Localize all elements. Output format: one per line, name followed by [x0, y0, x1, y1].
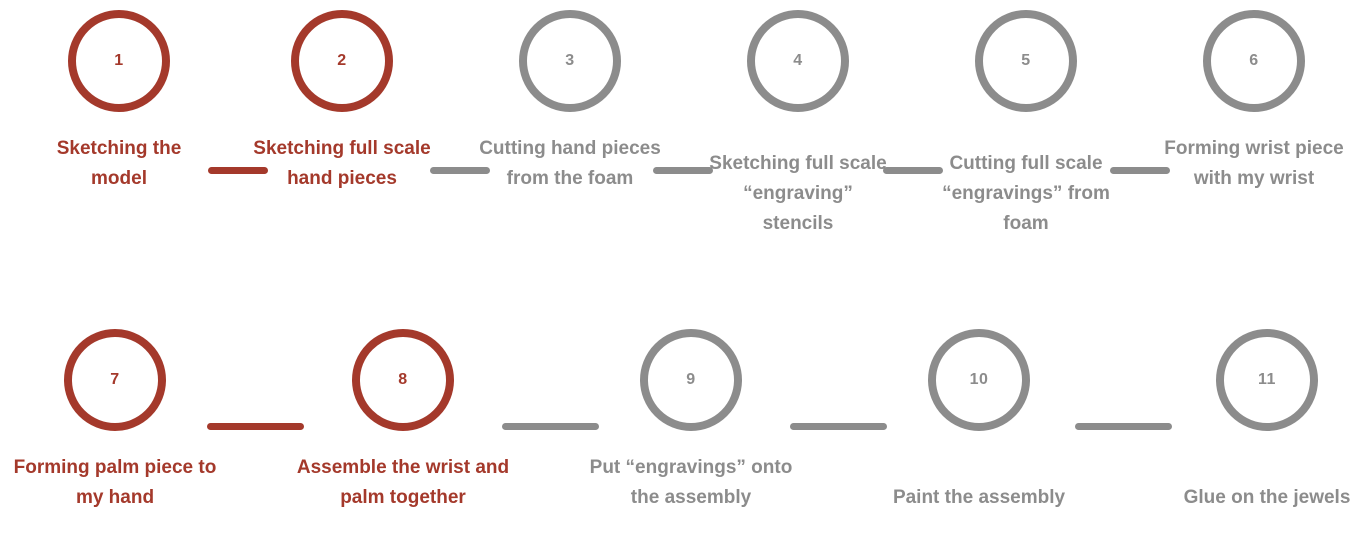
step-6-label: Forming wrist piece with my wrist: [1164, 138, 1344, 189]
connector-4-5: [883, 167, 943, 174]
step-5-circle: 5: [975, 10, 1077, 112]
step-1-circle: 1: [68, 10, 170, 112]
step-10-number: 10: [969, 371, 989, 388]
step-4-number: 4: [793, 52, 803, 69]
step-11-circle: 11: [1216, 329, 1318, 431]
connector-10-11: [1075, 423, 1172, 430]
step-11-number: 11: [1258, 371, 1276, 388]
connector-9-10: [790, 423, 887, 430]
step-2-label: Sketching full scale hand pieces: [253, 138, 431, 189]
step-3-number: 3: [565, 52, 575, 69]
connector-2-3: [430, 167, 490, 174]
step-7-label: Forming palm piece to my hand: [13, 457, 217, 508]
step-7-number: 7: [110, 371, 120, 388]
step-4-label: Sketching full scale “engraving” stencil…: [709, 153, 887, 234]
connector-8-9: [502, 423, 599, 430]
step-4-circle: 4: [747, 10, 849, 112]
step-10-circle: 10: [928, 329, 1030, 431]
step-3-circle: 3: [519, 10, 621, 112]
connector-3-4: [653, 167, 713, 174]
step-2-number: 2: [337, 52, 347, 69]
connector-1-2: [208, 167, 268, 174]
step-8-number: 8: [398, 371, 408, 388]
step-5-number: 5: [1021, 52, 1031, 69]
connector-5-6: [1110, 167, 1170, 174]
step-3-label: Cutting hand pieces from the foam: [479, 138, 661, 189]
connector-7-8: [207, 423, 304, 430]
step-7-circle: 7: [64, 329, 166, 431]
step-9-circle: 9: [640, 329, 742, 431]
step-10-label: Paint the assembly: [892, 487, 1066, 508]
step-9-number: 9: [686, 371, 696, 388]
step-6-circle: 6: [1203, 10, 1305, 112]
step-8-label: Assemble the wrist and palm together: [296, 457, 510, 508]
step-5-label: Cutting full scale “engravings” from foa…: [942, 153, 1110, 234]
step-2-circle: 2: [291, 10, 393, 112]
step-1-label: Sketching the model: [56, 138, 182, 189]
step-6-number: 6: [1249, 52, 1259, 69]
step-8-circle: 8: [352, 329, 454, 431]
step-9-label: Put “engravings” onto the assembly: [589, 457, 793, 508]
step-1-number: 1: [114, 52, 124, 69]
step-11-label: Glue on the jewels: [1183, 487, 1351, 508]
